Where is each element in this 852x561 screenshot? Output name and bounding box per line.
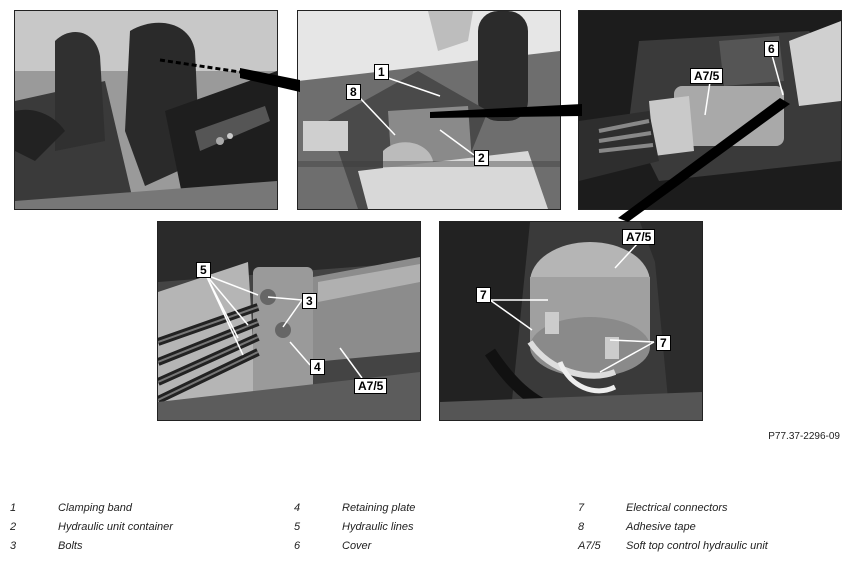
- callout-4: 4: [310, 359, 325, 375]
- legend-number: 5: [294, 521, 301, 533]
- legend-number: 4: [294, 502, 301, 514]
- legend-text: Soft top control hydraulic unit: [626, 540, 768, 552]
- legend-text: Adhesive tape: [626, 521, 696, 533]
- callout-3: 3: [302, 293, 317, 309]
- legend-text: Electrical connectors: [626, 502, 728, 514]
- legend-number: 6: [294, 540, 301, 552]
- photo-car-interior: [14, 10, 278, 210]
- photo-hydraulic-unit-cover: [578, 10, 842, 210]
- legend-text: Bolts: [58, 540, 83, 552]
- callout-a75-photo3: A7/5: [690, 68, 724, 84]
- legend-number: 8: [578, 521, 585, 533]
- document-id: P77.37-2296-09: [768, 431, 840, 442]
- callout-7-left: 7: [476, 287, 491, 303]
- callout-8: 8: [346, 84, 361, 100]
- legend-number: 1: [10, 502, 17, 514]
- callout-7-right: 7: [656, 335, 671, 351]
- legend-text: Cover: [342, 540, 372, 552]
- legend-number: A7/5: [578, 540, 601, 552]
- callout-6: 6: [764, 41, 779, 57]
- callout-1: 1: [374, 64, 389, 80]
- legend-number: 7: [578, 502, 585, 514]
- photo-electrical-connectors: [439, 221, 703, 421]
- legend-text: Clamping band: [58, 502, 132, 514]
- callout-a75-photo5: A7/5: [622, 229, 656, 245]
- callout-a75-photo4: A7/5: [354, 378, 388, 394]
- callout-2: 2: [474, 150, 489, 166]
- legend-text: Retaining plate: [342, 502, 416, 514]
- legend-number: 2: [10, 521, 17, 533]
- photo-hydraulic-container: [297, 10, 561, 210]
- legend-text: Hydraulic lines: [342, 521, 414, 533]
- legend-number: 3: [10, 540, 17, 552]
- callout-5: 5: [196, 262, 211, 278]
- legend-text: Hydraulic unit container: [58, 521, 173, 533]
